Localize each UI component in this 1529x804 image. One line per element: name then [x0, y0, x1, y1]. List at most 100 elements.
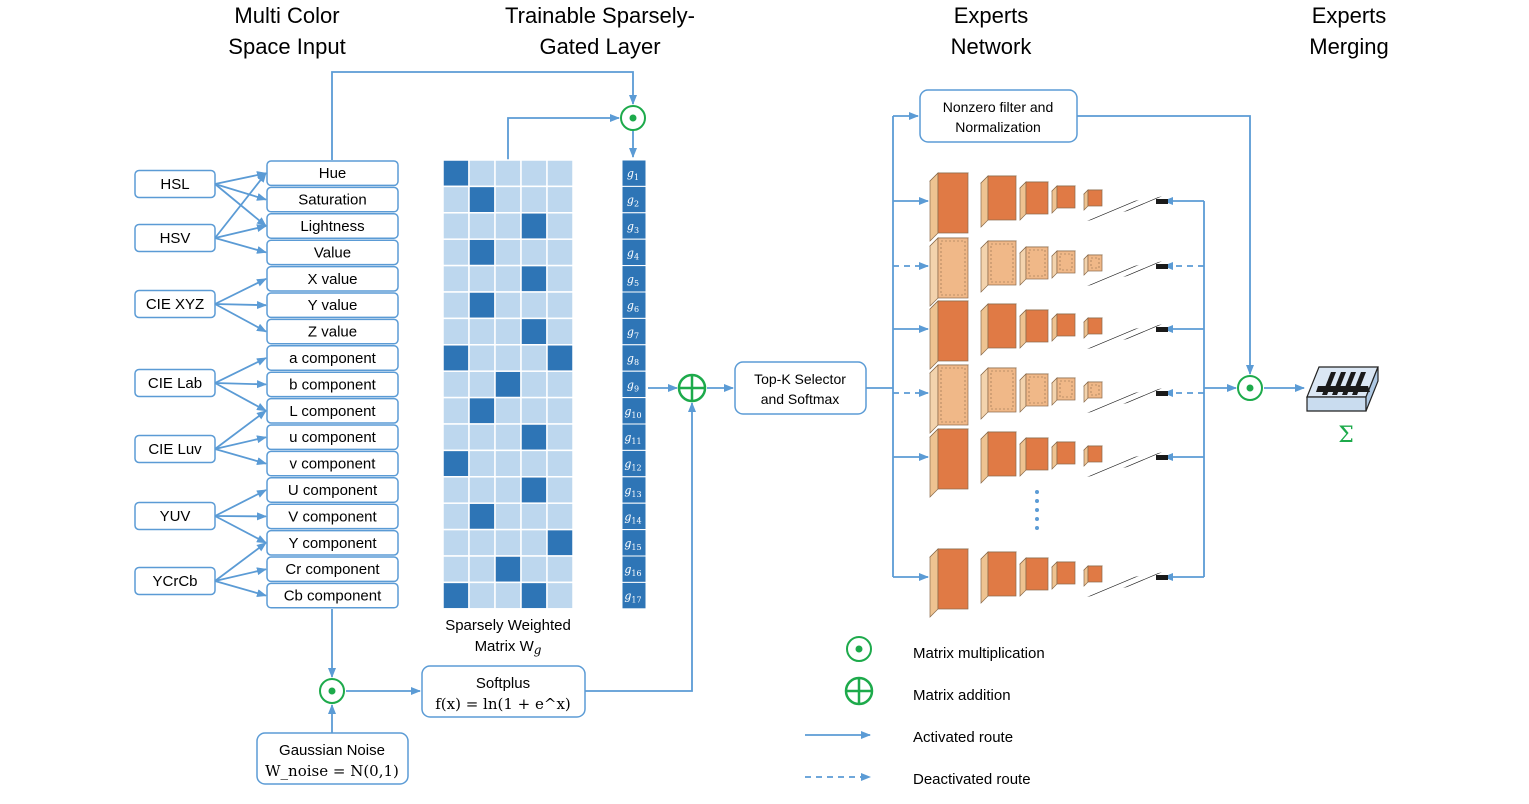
matrix-cell [469, 213, 495, 239]
mult-node-merge [1238, 376, 1262, 400]
matrix-cell [547, 266, 573, 292]
matrix-cell [469, 503, 495, 529]
component-label: Z value [308, 324, 357, 341]
matrix-cell [443, 398, 469, 424]
matrix-cell [469, 424, 495, 450]
matrix-cell [495, 160, 521, 186]
noise-title: Gaussian Noise [279, 742, 385, 759]
matrix-cell [495, 582, 521, 608]
matrix-cell [547, 345, 573, 371]
matrix-cell [547, 424, 573, 450]
matrix-cell [443, 266, 469, 292]
matrix-cell [547, 371, 573, 397]
matrix-cell [469, 292, 495, 318]
color-space-label: YCrCb [152, 573, 197, 590]
matrix-cell [469, 398, 495, 424]
matrix-cell [443, 582, 469, 608]
matrix-cell [495, 371, 521, 397]
noise-formula: W_noise = N(0,1) [265, 762, 399, 780]
nonzero-line2: Normalization [955, 119, 1041, 135]
nonzero-to-merge-wire [1077, 116, 1250, 374]
matrix-cell [547, 239, 573, 265]
legend-add-icon [846, 678, 872, 704]
expert-network-row [930, 549, 1168, 617]
matrix-cell [521, 371, 547, 397]
matrix-cell [547, 318, 573, 344]
matrix-cell [469, 371, 495, 397]
gate-column: g1g2g3g4g5g6g7g8g9g10g11g12g13g14g15g16g… [622, 160, 646, 609]
matrix-cell [495, 398, 521, 424]
matrix-cell [495, 292, 521, 318]
matrix-cell [443, 292, 469, 318]
color-space-label: HSL [160, 176, 189, 193]
component-label: X value [307, 271, 357, 288]
matrix-cell [469, 450, 495, 476]
matrix-cell [521, 292, 547, 318]
mult-node-gating [621, 106, 645, 130]
component-label: Lightness [300, 218, 364, 235]
add-node [679, 375, 705, 401]
component-label: Cb component [284, 588, 382, 605]
colorspace-to-component-arrow [215, 581, 266, 596]
matrix-cell [443, 371, 469, 397]
matrix-cell [469, 530, 495, 556]
matrix-cell [495, 318, 521, 344]
matrix-cell [521, 530, 547, 556]
colorspace-to-component-arrow [215, 279, 266, 304]
matrix-cell [547, 503, 573, 529]
header-merging-line2: Merging [1309, 34, 1388, 59]
header-gated-line2: Gated Layer [539, 34, 660, 59]
component-label: L component [289, 403, 376, 420]
component-label: Saturation [298, 192, 366, 209]
matrix-cell [443, 450, 469, 476]
nonzero-line1: Nonzero filter and [943, 99, 1054, 115]
matrix-cell [495, 530, 521, 556]
component-label: a component [289, 350, 377, 367]
color-space-label: CIE Lab [148, 375, 202, 392]
colorspace-to-component-arrow [215, 358, 266, 383]
matrix-cell [547, 556, 573, 582]
matrix-cell [443, 424, 469, 450]
header-merging-line1: Experts [1312, 3, 1387, 28]
legend-mult-label: Matrix multiplication [913, 645, 1045, 662]
experts-ellipsis [1035, 490, 1039, 530]
color-space-label: HSV [160, 230, 191, 247]
component-label: Hue [319, 165, 347, 182]
matrix-cell [495, 266, 521, 292]
matrix-cell [443, 477, 469, 503]
matrix-cell [521, 266, 547, 292]
matrix-cell [469, 239, 495, 265]
colorspace-to-component-arrow [215, 490, 266, 516]
color-space-label: CIE XYZ [146, 296, 204, 313]
colorspace-to-component-arrow [215, 184, 266, 200]
merged-output-icon [1307, 367, 1378, 411]
topk-line2: and Softmax [761, 391, 840, 407]
matrix-cell [547, 477, 573, 503]
matrix-cell [521, 398, 547, 424]
header-experts-line2: Network [951, 34, 1033, 59]
sparse-weight-matrix [443, 160, 573, 609]
legend-mult-icon [847, 637, 871, 661]
matrix-cell [495, 477, 521, 503]
header-input-line1: Multi Color [234, 3, 339, 28]
matrix-cell [443, 556, 469, 582]
mult-node-noise [320, 679, 344, 703]
matrix-cell [495, 556, 521, 582]
matrix-cell [521, 239, 547, 265]
legend-deactivated-label: Deactivated route [913, 771, 1031, 788]
matrix-cell [521, 424, 547, 450]
matrix-cell [521, 556, 547, 582]
matrix-cell [443, 503, 469, 529]
legend-add-label: Matrix addition [913, 687, 1011, 704]
matrix-cell [521, 345, 547, 371]
matrix-cell [469, 318, 495, 344]
colorspace-to-component-arrow [215, 383, 266, 384]
header-input-line2: Space Input [228, 34, 345, 59]
expert-network-row [930, 365, 1168, 433]
matrix-cell [521, 160, 547, 186]
colorspace-to-component-arrow [215, 238, 266, 252]
matrix-cell [443, 213, 469, 239]
